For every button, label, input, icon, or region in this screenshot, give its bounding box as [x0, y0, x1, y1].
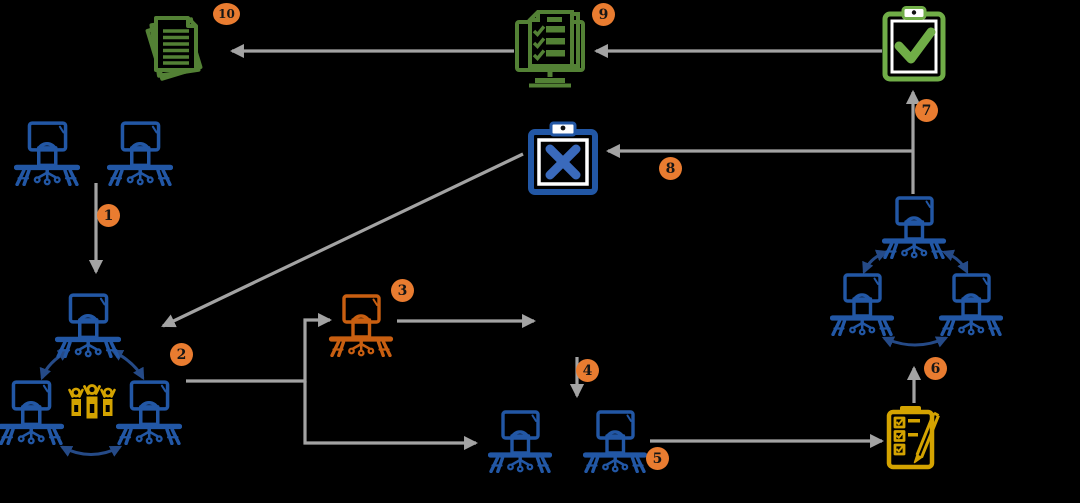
monitor-checklist-icon	[517, 12, 583, 86]
person-desk-icon-pair-right	[586, 412, 645, 472]
step-badge-1: 1	[97, 204, 120, 227]
arrow-branch-to-pair-desks	[303, 381, 479, 451]
person-desk-icon-team-right	[119, 382, 180, 443]
people-group-icon	[68, 384, 116, 420]
step-badge-8: 8	[659, 157, 682, 180]
documents-stack-icon	[145, 16, 203, 81]
person-desk-icon-input-a	[17, 123, 78, 184]
clipboard-pencil-icon	[889, 408, 939, 467]
step-badge-2: 2	[170, 343, 193, 366]
person-desk-icon-team-top	[58, 295, 119, 356]
person-desk-icon-review-top	[885, 198, 944, 258]
clipboard-x-icon	[531, 123, 595, 192]
step-badge-3: 3	[391, 279, 414, 302]
step-badge-7: 7	[915, 99, 938, 122]
person-desk-icon-pair-left	[491, 412, 550, 472]
arrow-clipboard-x-to-team	[161, 152, 524, 328]
step-badge-5: 5	[646, 447, 669, 470]
cycle-arrow-right-team-a	[862, 249, 889, 275]
step-badge-4: 4	[576, 359, 599, 382]
arrow-step-2-to-solo-desk	[186, 312, 333, 383]
clipboard-check-icon	[885, 8, 943, 80]
cycle-arrow-right-team-b	[941, 249, 969, 275]
person-desk-icon-input-b	[110, 123, 171, 184]
cycle-arrow-right-team-c	[881, 336, 949, 348]
step-badge-9: 9	[592, 3, 615, 26]
step-badge-10: 10	[213, 3, 240, 25]
person-desk-icon-review-left	[833, 275, 892, 335]
person-desk-icon-solo-orange	[332, 296, 391, 356]
cycle-arrow-left-team-c	[59, 445, 123, 457]
person-desk-icon-review-right	[942, 275, 1001, 335]
step-badge-6: 6	[924, 357, 947, 380]
person-desk-icon-team-left	[1, 382, 62, 443]
